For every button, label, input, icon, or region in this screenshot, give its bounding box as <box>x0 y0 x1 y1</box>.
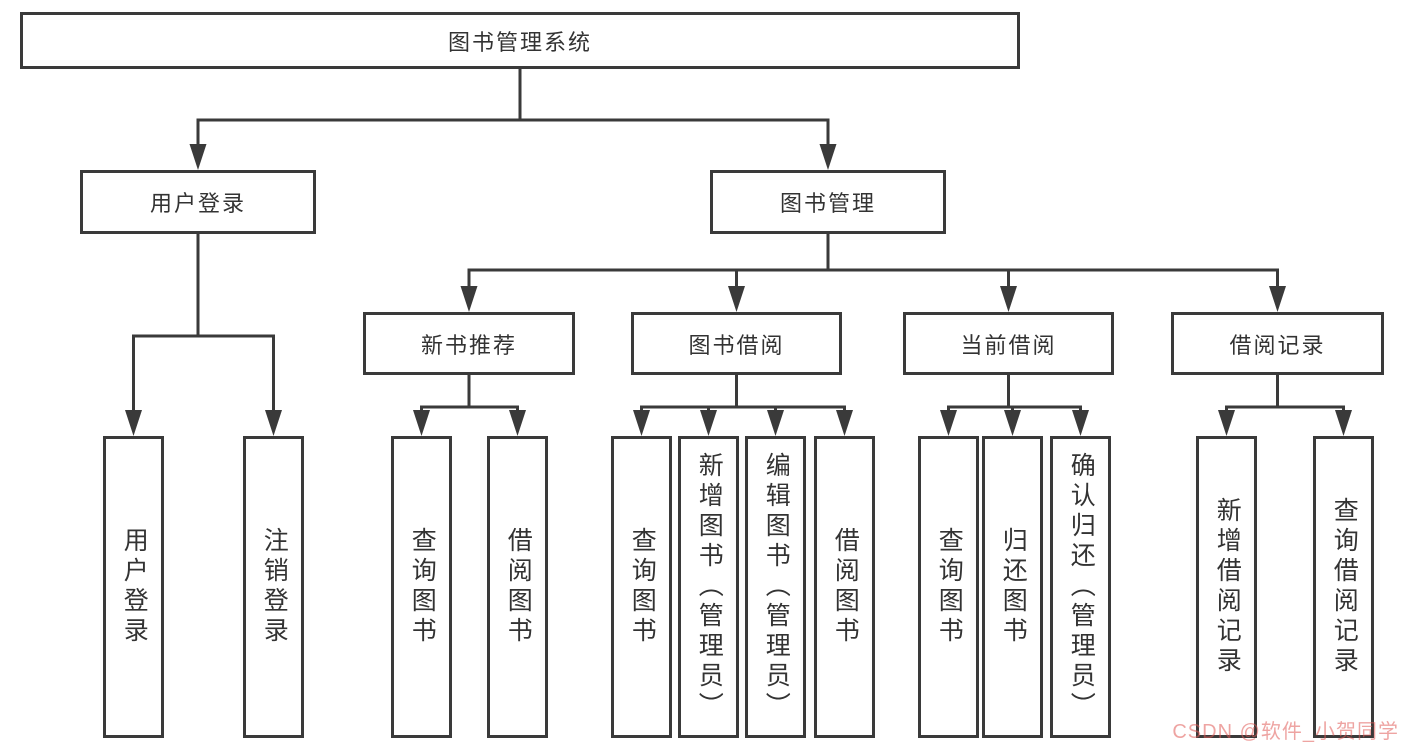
leaf-logout: 注销登录 <box>243 436 304 738</box>
node-label: 借阅图书 <box>831 527 860 647</box>
node-label: 编辑图书（管理员） <box>762 452 791 722</box>
node-label: 注销登录 <box>260 527 289 647</box>
node-label: 查询图书 <box>408 527 437 647</box>
node-label: 借阅记录 <box>1229 332 1326 358</box>
node-label: 用户登录 <box>120 527 149 647</box>
node-borrow-records: 借阅记录 <box>1171 312 1384 375</box>
node-label: 图书管理 <box>779 191 876 216</box>
node-library-system: 图书管理系统 <box>20 12 1020 69</box>
node-label: 查询图书 <box>935 527 964 647</box>
csdn-watermark: CSDN @软件_小贺同学 <box>1172 721 1399 743</box>
leaf-add-books-admin: 新增图书（管理员） <box>678 436 739 738</box>
node-current-borrow: 当前借阅 <box>903 312 1114 375</box>
leaf-return-books: 归还图书 <box>982 436 1043 738</box>
node-label: 借阅图书 <box>504 527 533 647</box>
node-book-management: 图书管理 <box>710 170 946 234</box>
node-label: 当前借阅 <box>960 332 1057 358</box>
node-label: 用户登录 <box>149 191 246 216</box>
node-label: 新增借阅记录 <box>1213 497 1242 677</box>
node-label: 图书借阅 <box>688 332 785 358</box>
leaf-borrow-books-borrow: 借阅图书 <box>814 436 875 738</box>
node-new-book-recommend: 新书推荐 <box>363 312 575 375</box>
node-user-login: 用户登录 <box>80 170 316 234</box>
node-label: 新书推荐 <box>420 332 517 358</box>
leaf-borrow-books-recommend: 借阅图书 <box>487 436 548 738</box>
node-label: 查询图书 <box>628 527 657 647</box>
leaf-query-borrow-record: 查询借阅记录 <box>1313 436 1374 738</box>
node-label: 图书管理系统 <box>447 29 592 55</box>
node-label: 归还图书 <box>999 527 1028 647</box>
leaf-edit-books-admin: 编辑图书（管理员） <box>745 436 806 738</box>
node-label: 确认归还（管理员） <box>1067 452 1096 722</box>
node-label: 查询借阅记录 <box>1330 497 1359 677</box>
leaf-query-books-recommend: 查询图书 <box>391 436 452 738</box>
node-label: 新增图书（管理员） <box>695 452 724 722</box>
leaf-query-books-borrow: 查询图书 <box>611 436 672 738</box>
leaf-confirm-return-admin: 确认归还（管理员） <box>1050 436 1111 738</box>
leaf-add-borrow-record: 新增借阅记录 <box>1196 436 1257 738</box>
leaf-user-login: 用户登录 <box>103 436 164 738</box>
leaf-query-books-current: 查询图书 <box>918 436 979 738</box>
node-book-borrow: 图书借阅 <box>631 312 842 375</box>
